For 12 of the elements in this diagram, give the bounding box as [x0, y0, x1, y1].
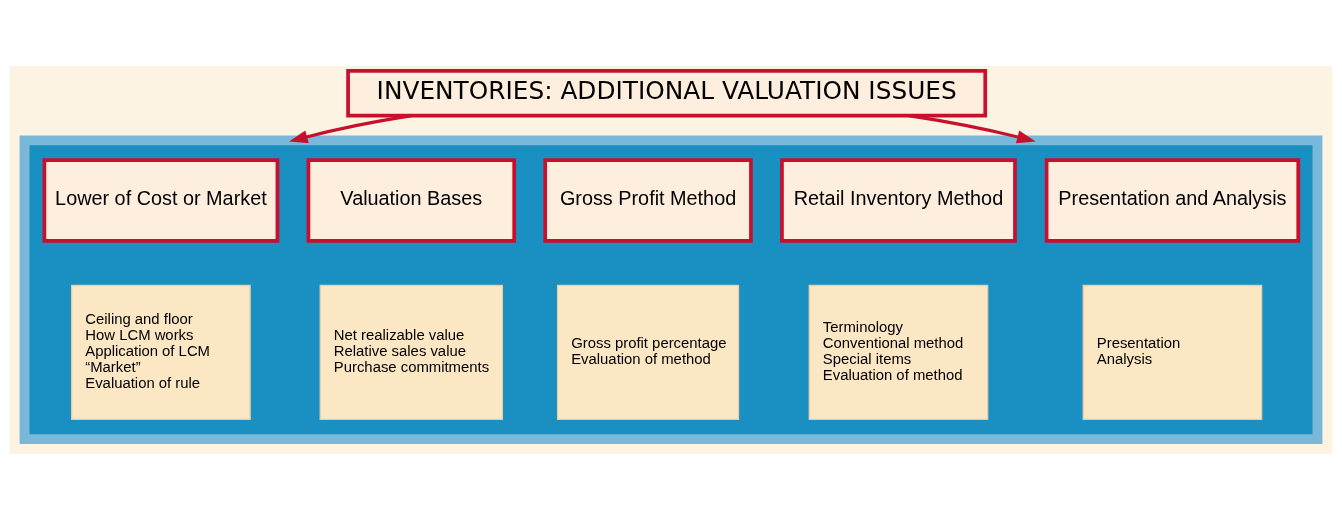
node-box: Net realizable value Relative sales value Purchase commitments	[319, 284, 504, 420]
cluster	[19, 134, 1323, 444]
node-box: Gross Profit Method	[543, 157, 753, 243]
node-box: Presentation and Analysis	[1044, 157, 1301, 243]
node-box: INVENTORIES: ADDITIONAL VALUATION ISSUES	[346, 68, 988, 117]
node-box: Ceiling and floor How LCM works Application of LCM “Market” Evaluation of rule	[71, 284, 251, 420]
node-box: Presentation Analysis	[1082, 284, 1263, 420]
node-box: Terminology Conventional method Special items Evaluation of method	[808, 284, 989, 420]
node-box: Retail Inventory Method	[780, 157, 1017, 243]
node-box: Valuation Bases	[306, 157, 517, 243]
node-box: Lower of Cost or Market	[42, 157, 280, 243]
node-box: Gross profit percentage Evaluation of method	[556, 284, 740, 420]
